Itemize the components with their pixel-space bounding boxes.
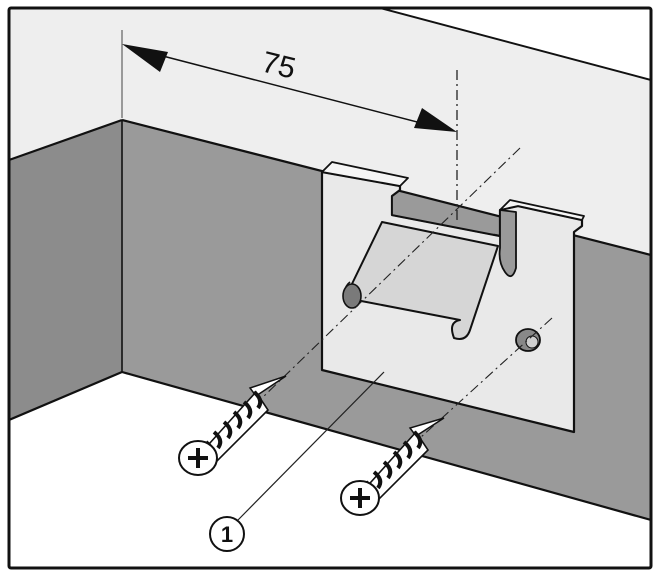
plinth-left-face — [9, 120, 122, 420]
frame-border — [7, 6, 653, 570]
callout-leader — [237, 371, 385, 521]
screw-right-cross-icon — [350, 488, 370, 508]
wall-top-edge — [379, 8, 651, 81]
dimension-arrow-right — [414, 108, 457, 132]
panel-top-left-edge — [9, 118, 123, 162]
screw-left-tip — [248, 375, 287, 398]
bracket-slot — [391, 196, 517, 278]
screw-left-thread — [204, 390, 263, 460]
dimension-annotation: 75 — [121, 30, 457, 132]
dimension-line — [131, 47, 449, 131]
dimension-value: 75 — [258, 46, 298, 86]
screw-right — [340, 417, 445, 516]
floor-left-edge — [9, 370, 123, 422]
callout-circle — [209, 516, 245, 552]
screw-hole-right-inner — [525, 335, 539, 349]
mounting-bracket — [320, 161, 585, 434]
screw-hole-left — [342, 283, 362, 309]
floor — [9, 372, 651, 568]
screw-left — [178, 375, 287, 476]
screw-right-tip — [408, 417, 445, 438]
floor-edge — [121, 370, 651, 522]
callout-label: 1 — [221, 522, 233, 547]
dimension-arrow-left — [122, 44, 168, 72]
bracket-tab-right — [499, 199, 585, 221]
screw-right-thread — [364, 430, 423, 500]
screw-left-cross-icon — [188, 448, 208, 468]
bracket-tab-left — [321, 161, 409, 187]
